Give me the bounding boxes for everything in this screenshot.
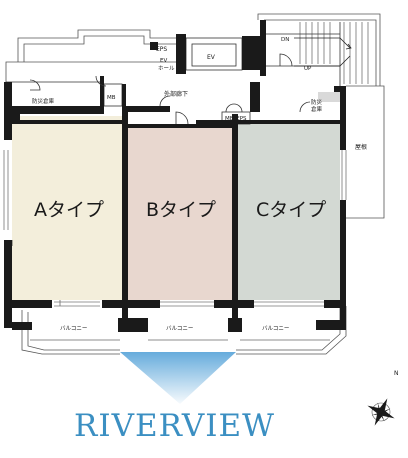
unit-b-floor <box>128 128 232 300</box>
corridor-label: 外部廊下 <box>164 90 188 98</box>
eps-label: EPS <box>156 46 167 53</box>
balcony-c-label: バルコニー <box>262 325 289 332</box>
unit-c-floor <box>238 122 340 300</box>
mb-eps-label: MB･EPS <box>225 116 247 122</box>
mb-label: MB <box>107 95 116 101</box>
balcony-a-label: バルコニー <box>60 325 87 332</box>
fire-storage-right-label-2: 倉庫 <box>311 105 323 113</box>
roof-band <box>318 92 340 102</box>
walls <box>4 20 346 332</box>
riverview-title: RIVERVIEW <box>74 408 275 444</box>
stair-arrows <box>294 37 352 67</box>
unit-b-label: Bタイプ <box>146 199 216 221</box>
fire-storage-right-label-1: 防災 <box>311 98 323 106</box>
unit-a-floor <box>12 116 122 300</box>
balcony-b-label: バルコニー <box>166 325 193 332</box>
compass-north-label: N <box>394 370 399 377</box>
river-view-cone <box>120 352 236 404</box>
fire-storage-left-label: 防災倉庫 <box>32 97 55 105</box>
unit-a-label: Aタイプ <box>34 199 104 221</box>
stair-down-label: DN <box>281 37 289 43</box>
stair-treads <box>299 22 369 84</box>
north-compass-icon <box>367 398 395 426</box>
window-lines <box>3 150 347 307</box>
stair-up-label: UP <box>304 66 312 72</box>
roof-label: 屋根 <box>355 143 367 151</box>
door-swings <box>29 53 311 125</box>
ev-label: EV <box>207 54 216 61</box>
ev-hall-label-1: EV <box>160 58 167 64</box>
ev-hall-label-2: ホール <box>158 65 175 72</box>
unit-c-label: Cタイプ <box>256 199 326 221</box>
